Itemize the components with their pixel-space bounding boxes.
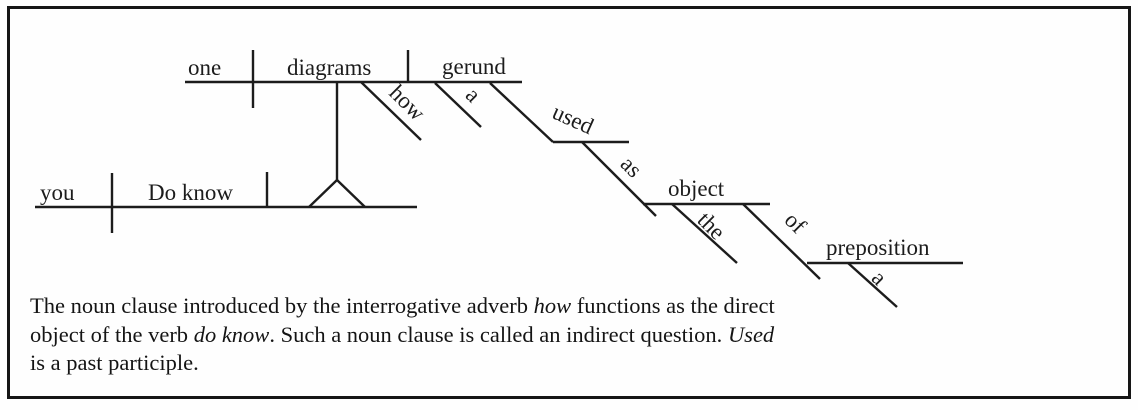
preposition-article-line <box>847 262 898 308</box>
noun-clause-verb-word: diagrams <box>287 55 371 80</box>
caption-italic-do-know: do know <box>193 321 270 347</box>
object-article-word: the <box>693 207 731 245</box>
main-verb-word: Do know <box>148 180 233 205</box>
noun-clause-subject-word: one <box>188 55 221 80</box>
diagram-words: one diagrams gerund how a used as object… <box>40 54 930 290</box>
preposition-article-word: a <box>867 265 892 290</box>
caption-text: The noun clause introduced by the interr… <box>30 293 534 318</box>
caption-line-2: object of the verb do know. Such a noun … <box>30 321 910 350</box>
as-preposition-word: as <box>616 151 647 182</box>
caption-text: object of the verb <box>30 321 194 347</box>
caption-text: is a past participle. <box>30 350 199 375</box>
main-subject-word: you <box>40 180 75 205</box>
preposition-object-word: preposition <box>826 235 930 260</box>
caption-text: functions as the direct <box>571 293 775 318</box>
object-article-line <box>671 203 738 264</box>
explanation-caption: The noun clause introduced by the interr… <box>30 292 910 378</box>
caption-text: . Such a noun clause is called an indire… <box>269 321 728 347</box>
gerund-article-line <box>434 82 482 128</box>
pedestal-right-leg <box>336 179 366 208</box>
pedestal-left-leg <box>308 179 338 208</box>
of-preposition-line <box>742 203 821 280</box>
of-preposition-word: of <box>780 207 811 238</box>
noun-clause-object-word: gerund <box>442 54 506 79</box>
object-word: object <box>668 176 725 201</box>
caption-italic-how: how <box>533 293 572 318</box>
participle-diagonal-line <box>489 82 554 143</box>
caption-italic-used: Used <box>727 321 775 347</box>
how-modifier-line <box>360 81 422 141</box>
caption-line-1: The noun clause introduced by the interr… <box>30 292 910 321</box>
gerund-article-word: a <box>461 82 486 107</box>
how-adverb-word: how <box>384 80 430 126</box>
caption-line-3: is a past participle. <box>30 349 910 378</box>
diagram-strokes <box>35 50 963 308</box>
participle-word: used <box>549 99 598 139</box>
